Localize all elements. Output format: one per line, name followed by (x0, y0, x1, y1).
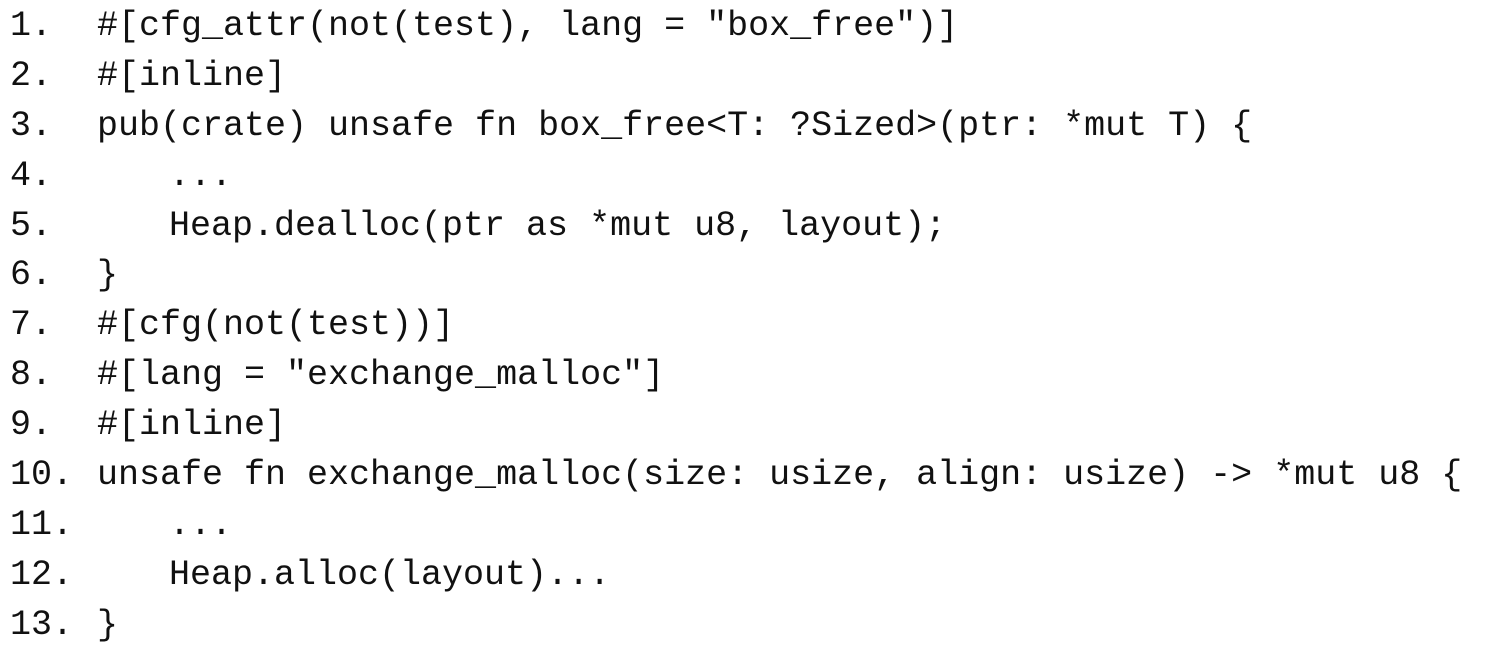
line-number: 9. (10, 405, 53, 446)
line-number: 2. (10, 55, 53, 96)
line-number: 11. (10, 504, 74, 545)
code-text: #[inline] (97, 55, 287, 96)
code-line: 8. #[lang = "exchange_malloc"] (10, 351, 1462, 401)
code-line: 7. #[cfg(not(test))] (10, 301, 1462, 351)
code-text: } (97, 255, 119, 296)
code-text: #[cfg_attr(not(test), lang = "box_free")… (97, 6, 959, 46)
code-line: 2. #[inline] (10, 52, 1462, 102)
line-number: 4. (10, 155, 53, 196)
code-text: ... (169, 504, 233, 545)
line-number: 3. (10, 105, 53, 146)
code-text: Heap.alloc(layout)... (169, 554, 611, 595)
line-number: 13. (10, 604, 74, 645)
code-line: 11.... (10, 501, 1462, 551)
line-number: 1. (10, 6, 53, 46)
code-line: 9. #[inline] (10, 401, 1462, 451)
code-line: 13.} (10, 601, 1462, 651)
line-number: 12. (10, 554, 74, 595)
code-text: unsafe fn exchange_malloc(size: usize, a… (97, 455, 1463, 496)
code-line: 1. #[cfg_attr(not(test), lang = "box_free… (10, 2, 1462, 52)
line-number: 5. (10, 205, 53, 246)
code-text: Heap.dealloc(ptr as *mut u8, layout); (169, 205, 947, 246)
code-text: #[cfg(not(test))] (97, 305, 455, 346)
line-number: 8. (10, 355, 53, 396)
code-line: 10. unsafe fn exchange_malloc(size: usize… (10, 451, 1462, 501)
code-text: } (97, 604, 119, 645)
code-line: 12. Heap.alloc(layout)... (10, 551, 1462, 601)
code-line: 6.} (10, 251, 1462, 301)
code-text: #[lang = "exchange_malloc"] (97, 355, 665, 396)
code-listing: 1. #[cfg_attr(not(test), lang = "box_free… (10, 2, 1462, 651)
code-text: ... (169, 155, 233, 196)
code-line: 5. Heap.dealloc(ptr as *mut u8, layout); (10, 202, 1462, 252)
code-text: #[inline] (97, 405, 287, 446)
line-number: 6. (10, 255, 53, 296)
line-number: 10. (10, 455, 74, 496)
code-text: pub(crate) unsafe fn box_free<T: ?Sized>… (97, 105, 1253, 146)
code-line: 3. pub(crate) unsafe fn box_free<T: ?Size… (10, 102, 1462, 152)
code-line: 4.... (10, 152, 1462, 202)
line-number: 7. (10, 305, 53, 346)
